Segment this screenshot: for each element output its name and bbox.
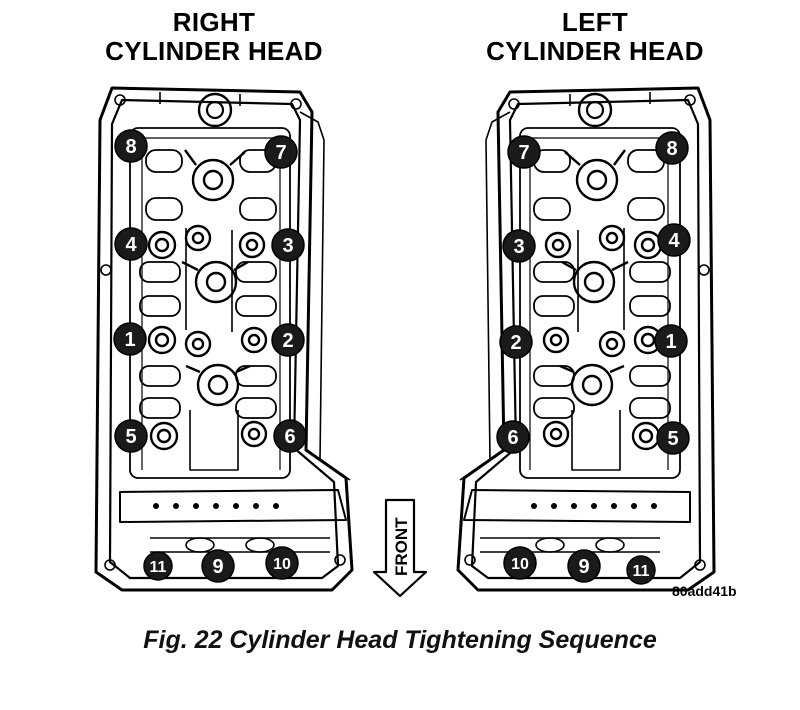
left-head-bolt-callout-number: 1: [665, 331, 676, 353]
left-head-bolt-callout-circle: [503, 546, 537, 580]
left-head-bolt-callout-number: 4: [668, 230, 680, 252]
left-title-line1: LEFT: [561, 7, 629, 37]
right-head-bolt-callout-number: 1: [124, 329, 135, 351]
right-head-bolt-callout-number: 5: [125, 426, 136, 448]
front-direction-arrow: FRONT: [372, 498, 428, 598]
right-head-bolt-callout-number: 10: [273, 556, 291, 573]
right-head-bolt-callout-number: 4: [125, 234, 137, 256]
right-head-bolt-callout-circle: [273, 419, 307, 453]
left-head-bolt-callout-number: 10: [511, 556, 529, 573]
right-head-bolt-callout-circle: [271, 228, 305, 262]
left-head-bolt-callout-circle: [626, 555, 656, 585]
right-head-bolt-callout-circle: [271, 323, 305, 357]
left-head-bolt-callout-number: 3: [513, 236, 524, 258]
left-head-bolt-callout-number: 6: [507, 427, 518, 449]
right-head-bolt-callouts: 8 7 4 3 1 2 5 6 11 9 10: [113, 129, 307, 583]
left-head-bolt-callout-circle: [657, 223, 691, 257]
right-title-line1: RIGHT: [172, 7, 256, 37]
left-head-bolt-callout-number: 7: [518, 142, 529, 164]
right-cylinder-head-title: RIGHT CYLINDER HEAD: [64, 8, 364, 66]
left-head-bolt-callout-circle: [654, 324, 688, 358]
left-head-bolt-callout-circle: [499, 325, 533, 359]
right-head-bolt-callout-circle: [265, 546, 299, 580]
right-head-bolt-callout-circle: [113, 322, 147, 356]
front-label: FRONT: [392, 517, 411, 576]
left-head-bolt-callouts: 7 8 3 4 2 1 6 5 10 9 11: [496, 131, 691, 585]
left-head-bolt-callout-number: 11: [633, 563, 650, 580]
right-head-bolt-callout-circle: [201, 549, 235, 583]
right-head-bolt-callout-number: 2: [282, 330, 293, 352]
left-head-bolt-callout-circle: [502, 229, 536, 263]
right-head-bolt-callout-number: 3: [282, 235, 293, 257]
right-title-line2: CYLINDER HEAD: [105, 36, 323, 66]
left-cylinder-head-drawing: [456, 86, 716, 592]
left-head-bolt-callout-number: 8: [666, 138, 677, 160]
figure-caption: Fig. 22 Cylinder Head Tightening Sequenc…: [143, 626, 657, 654]
right-cylinder-head-drawing: [94, 86, 354, 592]
left-head-bolt-callout-number: 9: [578, 556, 589, 578]
right-head-bolt-callout-number: 8: [125, 136, 136, 158]
left-head-bolt-callout-number: 2: [510, 332, 521, 354]
right-head-bolt-callout-circle: [143, 551, 173, 581]
right-head-bolt-callout-circle: [114, 129, 148, 163]
right-head-bolt-callout-circle: [114, 419, 148, 453]
left-head-bolt-callout-circle: [496, 420, 530, 454]
right-head-bolt-callout-circle: [114, 227, 148, 261]
left-head-bolt-callout-circle: [655, 131, 689, 165]
left-cylinder-head-title: LEFT CYLINDER HEAD: [445, 8, 745, 66]
left-head-bolt-callout-circle: [507, 135, 541, 169]
left-head-bolt-callout-circle: [656, 421, 690, 455]
left-title-line2: CYLINDER HEAD: [486, 36, 704, 66]
right-head-bolt-callout-number: 7: [275, 142, 286, 164]
figure-code: 80add41b: [672, 583, 737, 599]
right-head-bolt-callout-number: 6: [284, 426, 295, 448]
right-head-bolt-callout-number: 11: [150, 559, 167, 576]
right-head-bolt-callout-circle: [264, 135, 298, 169]
left-head-bolt-callout-number: 5: [667, 428, 678, 450]
right-head-bolt-callout-number: 9: [212, 556, 223, 578]
left-head-bolt-callout-circle: [567, 549, 601, 583]
